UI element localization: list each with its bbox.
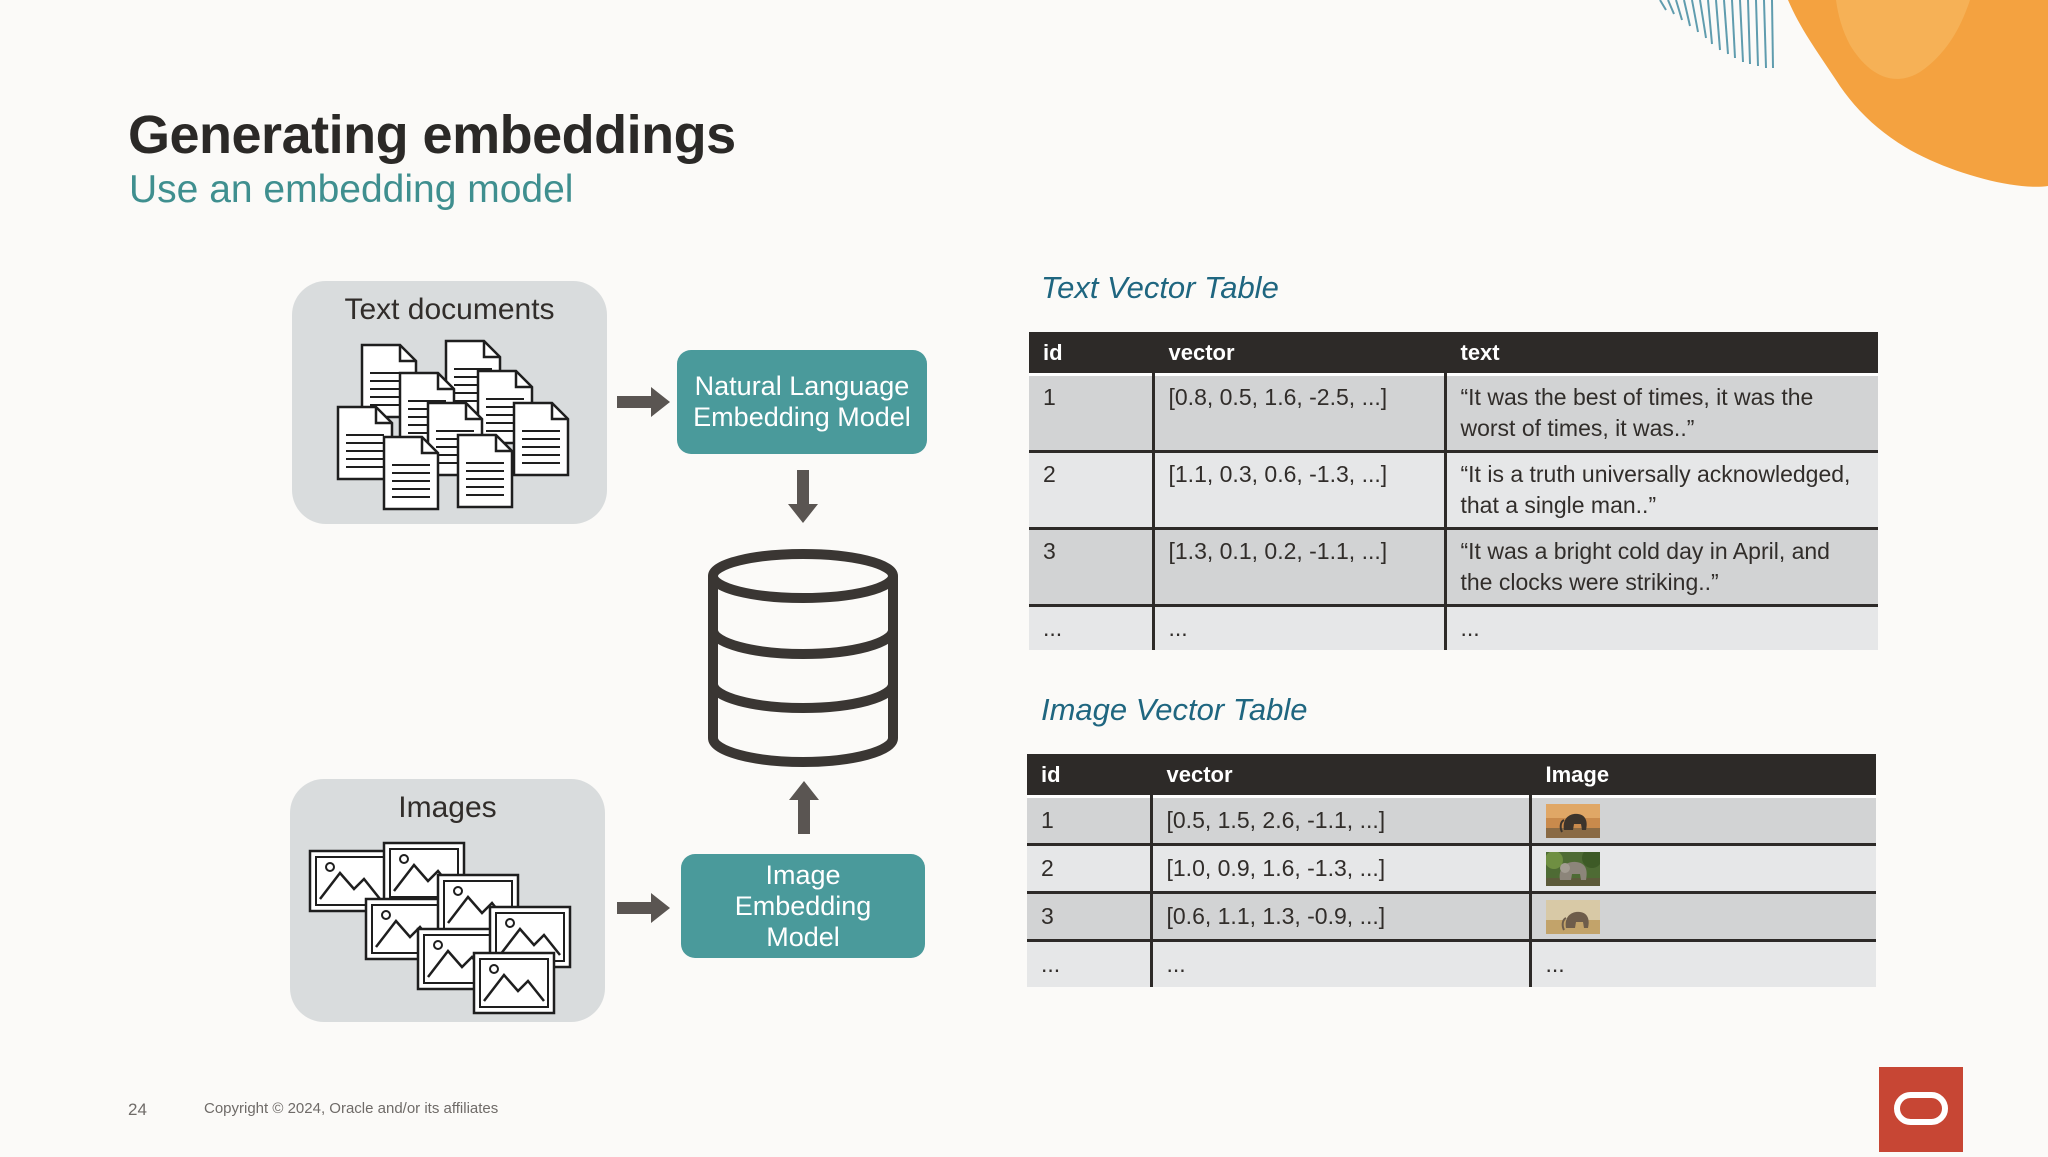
text-documents-box: Text documents	[292, 281, 607, 524]
text-documents-label: Text documents	[344, 293, 555, 326]
image-model-label: Image Embedding Model	[734, 859, 872, 952]
vector-cell: ...	[1151, 604, 1445, 650]
vector-cell: [1.3, 0.1, 0.2, -1.1, ...]	[1151, 527, 1445, 606]
copyright-notice: Copyright © 2024, Oracle and/or its affi…	[204, 1100, 499, 1117]
image-cell: ...	[1528, 939, 1876, 987]
decorative-corner-graphic	[1659, 0, 2048, 187]
column-header: text	[1443, 332, 1878, 375]
table-row: ... ... ...	[1029, 604, 1878, 650]
table-row: ... ... ...	[1027, 939, 1876, 987]
column-header: vector	[1149, 754, 1530, 797]
image-vector-table-caption: Image Vector Table	[1041, 692, 1308, 727]
table-row: 2 [1.0, 0.9, 1.6, -1.3, ...]	[1027, 843, 1876, 893]
images-box: Images	[290, 779, 605, 1022]
id-cell: ...	[1027, 939, 1151, 987]
id-cell: 2	[1027, 843, 1151, 893]
table-header-row: id vector text	[1029, 332, 1878, 375]
oracle-logo-icon	[1879, 1067, 1963, 1152]
arrow-up-icon	[789, 781, 819, 834]
id-cell: 2	[1029, 450, 1153, 529]
column-header: vector	[1151, 332, 1445, 375]
vector-cell: [0.5, 1.5, 2.6, -1.1, ...]	[1149, 795, 1530, 845]
table-row: 3 [0.6, 1.1, 1.3, -0.9, ...]	[1027, 891, 1876, 941]
page-number: 24	[128, 1100, 147, 1119]
elephant-forest-image	[1545, 851, 1600, 886]
image-cell	[1528, 795, 1876, 845]
text-cell: “It was a bright cold day in April, and …	[1443, 527, 1878, 606]
image-cell	[1528, 891, 1876, 941]
table-row: 2 [1.1, 0.3, 0.6, -1.3, ...] “It is a tr…	[1029, 450, 1878, 529]
text-vector-table: id vector text 1 [0.8, 0.5, 1.6, -2.5, .…	[1029, 332, 1878, 650]
text-cell: “It is a truth universally acknowledged,…	[1443, 450, 1878, 529]
image-icon	[308, 841, 572, 1015]
image-embedding-model-box: Image Embedding Model	[681, 854, 925, 958]
table-row: 1 [0.5, 1.5, 2.6, -1.1, ...]	[1027, 795, 1876, 845]
text-vector-table-caption: Text Vector Table	[1041, 270, 1279, 305]
column-header: Image	[1528, 754, 1876, 797]
database-icon	[708, 549, 898, 768]
id-cell: 3	[1027, 891, 1151, 941]
id-cell: 1	[1029, 373, 1153, 452]
vector-cell: ...	[1149, 939, 1530, 987]
vector-cell: [0.8, 0.5, 1.6, -2.5, ...]	[1151, 373, 1445, 452]
image-cell	[1528, 843, 1876, 893]
arrow-right-icon	[617, 387, 670, 417]
column-header: id	[1027, 754, 1151, 797]
slide-subtitle: Use an embedding model	[129, 168, 574, 211]
arrow-down-icon	[788, 470, 818, 523]
table-row: 3 [1.3, 0.1, 0.2, -1.1, ...] “It was a b…	[1029, 527, 1878, 606]
vector-cell: [1.1, 0.3, 0.6, -1.3, ...]	[1151, 450, 1445, 529]
document-icon	[336, 339, 570, 511]
arrow-right-icon	[617, 893, 670, 923]
table-row: 1 [0.8, 0.5, 1.6, -2.5, ...] “It was the…	[1029, 373, 1878, 452]
natural-language-embedding-model-box: Natural Language Embedding Model	[677, 350, 927, 454]
table-header-row: id vector Image	[1027, 754, 1876, 797]
id-cell: ...	[1029, 604, 1153, 650]
slide-title: Generating embeddings	[128, 105, 736, 165]
elephant-sunset-image	[1545, 803, 1600, 838]
column-header: id	[1029, 332, 1153, 375]
text-cell: ...	[1443, 604, 1878, 650]
vector-cell: [0.6, 1.1, 1.3, -0.9, ...]	[1149, 891, 1530, 941]
vector-cell: [1.0, 0.9, 1.6, -1.3, ...]	[1149, 843, 1530, 893]
natural-language-model-label: Natural Language Embedding Model	[693, 371, 911, 432]
elephant-savanna-image	[1545, 899, 1600, 934]
image-vector-table: id vector Image 1 [0.5, 1.5, 2.6, -1.1, …	[1027, 754, 1876, 987]
id-cell: 3	[1029, 527, 1153, 606]
images-label: Images	[398, 791, 497, 824]
text-cell: “It was the best of times, it was the wo…	[1443, 373, 1878, 452]
id-cell: 1	[1027, 795, 1151, 845]
